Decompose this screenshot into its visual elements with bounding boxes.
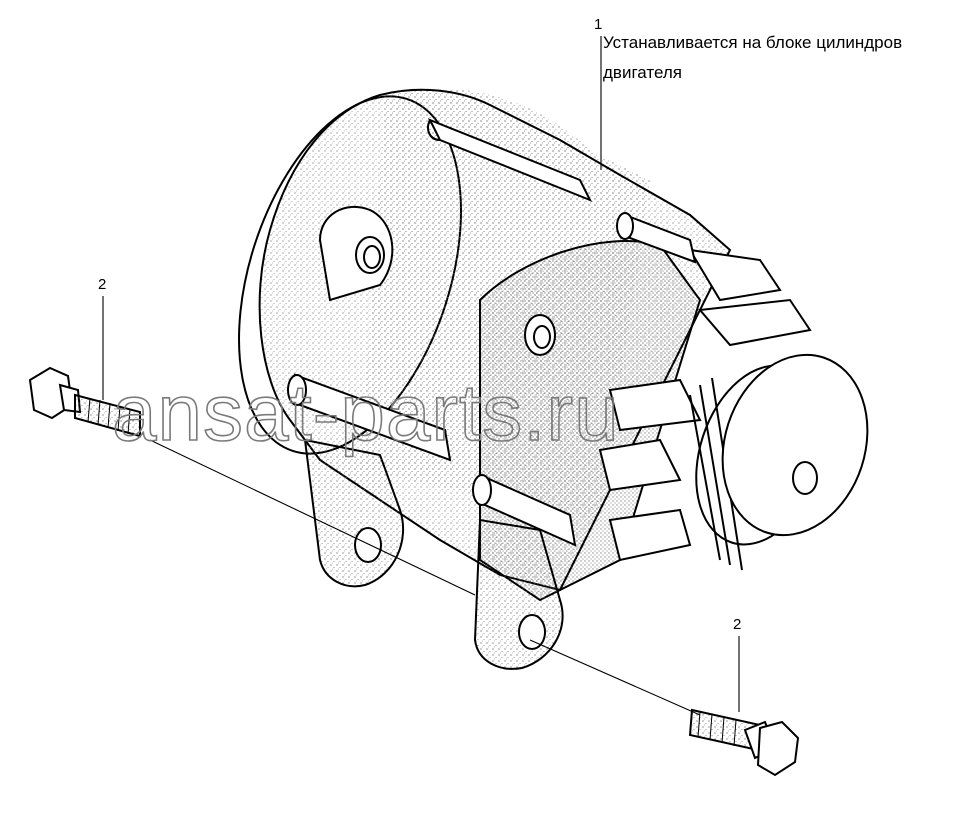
callout-note-line-2: двигателя	[603, 63, 682, 82]
bolt-right	[688, 708, 800, 777]
bolt-left	[28, 366, 141, 438]
callout-number-2-left: 2	[98, 276, 107, 293]
alignment-lines	[102, 36, 740, 716]
callout-note: Устанавливается на блоке цилиндров двига…	[603, 32, 902, 83]
callout-number-2-right: 2	[733, 616, 742, 633]
watermark-text: ansat-parts.ru	[112, 368, 620, 457]
callout-note-line-1: Устанавливается на блоке цилиндров	[603, 33, 903, 52]
alternator	[238, 88, 869, 670]
callout-number-1: 1	[594, 16, 603, 33]
